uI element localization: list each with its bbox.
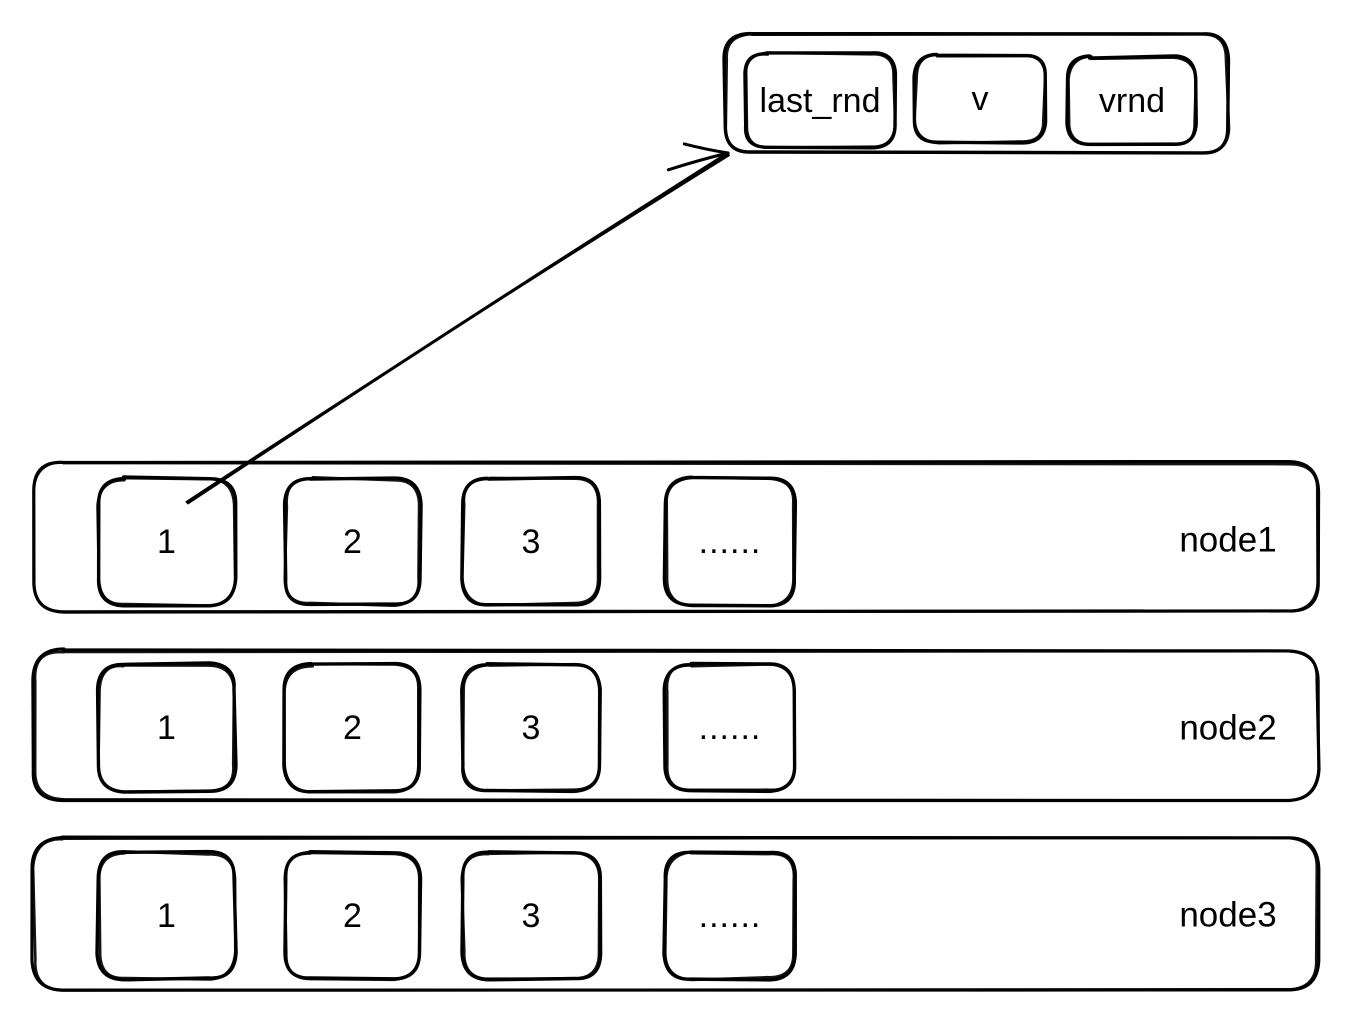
round-slot-label-node1-4: ...... [698,522,762,561]
round-slot-label-node1-1: 1 [157,522,176,561]
round-slot-label-node2-2: 2 [343,708,362,747]
node-row-node1 [32,459,1321,614]
round-slot-node3-1 [95,849,238,982]
round-slot-label-node2-4: ...... [698,708,762,747]
round-slot-label-node3-2: 2 [343,896,362,935]
record-field-label-last-rnd: last_rnd [759,81,881,120]
round-slot-node2-4 [662,661,797,794]
round-record-box [722,31,1231,155]
record-field-vrnd [1065,54,1198,147]
round-slot-node1-2 [282,476,423,608]
record-field-label-v: v [971,80,989,118]
record-field-v [912,52,1048,145]
round-slot-label-node1-3: 3 [521,522,541,561]
round-slot-node1-3 [460,475,602,607]
round-slot-label-node2-1: 1 [157,708,176,747]
node-row-node2 [31,647,1321,803]
round-slot-node2-2 [282,661,422,794]
record-field-label-vrnd: vrnd [1098,82,1166,120]
round-slot-label-node2-3: 3 [521,708,541,747]
round-slot-node2-3 [460,662,602,794]
round-slot-node3-3 [460,850,603,982]
round-slot-label-node3-3: 3 [521,896,541,935]
round-slot-node1-1 [96,475,238,608]
record-field-last-rnd [743,51,898,150]
round-slot-node3-2 [283,849,423,982]
round-slot-node2-1 [95,661,238,794]
round-slot-node1-4 [662,475,798,608]
round-slot-label-node3-4: ...... [698,896,762,935]
round-slot-node3-4 [662,850,797,982]
node-row-label-node1: node1 [1179,520,1277,560]
round-slot-label-node1-2: 2 [343,522,362,561]
node-row-node3 [30,835,1321,992]
node-row-label-node2: node2 [1179,708,1277,748]
record-pointer-arrow [185,142,730,505]
node-row-label-node3: node3 [1179,895,1277,935]
round-slot-label-node3-1: 1 [157,896,176,935]
